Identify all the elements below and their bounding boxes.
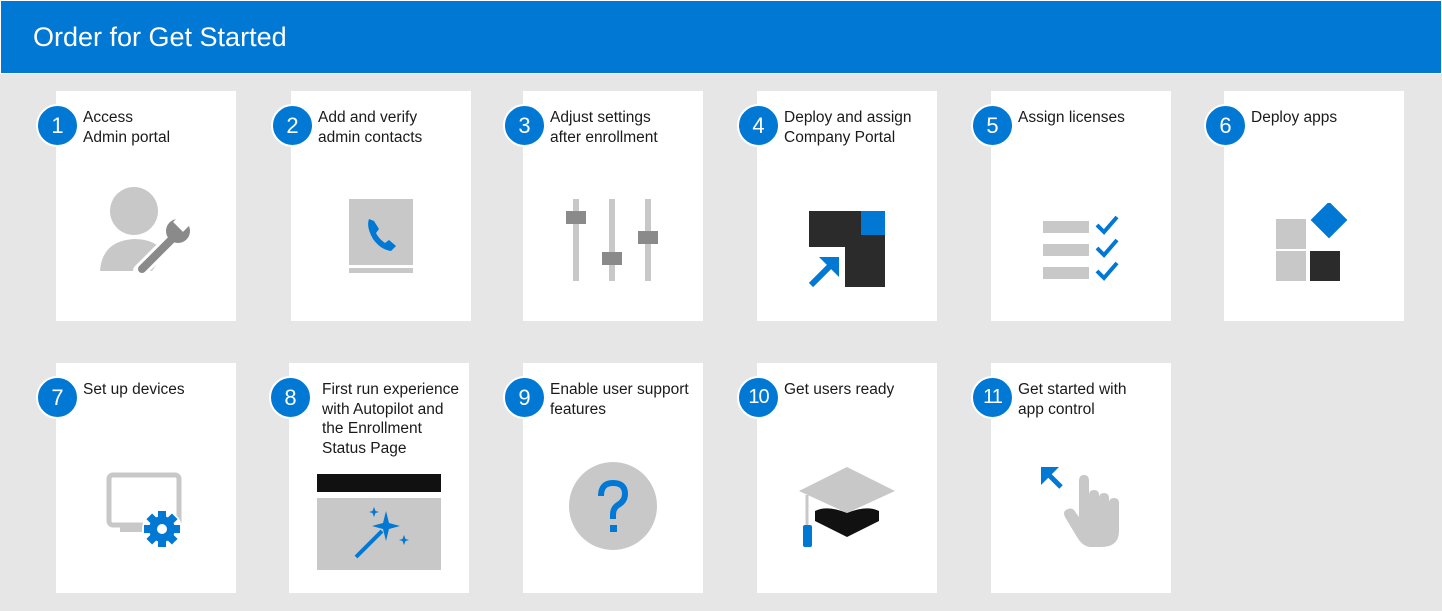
sliders-icon	[566, 199, 658, 281]
step-card-3: 3 Adjust settings after enrollment	[503, 91, 703, 321]
step-number-badge: 3	[503, 104, 546, 147]
step-card-2: 2 Add and verify admin contacts	[271, 91, 471, 321]
step-card-8: 8 First run experience with Autopilot an…	[269, 363, 469, 593]
device-gear-icon	[106, 472, 182, 549]
step-title: Get started with app control	[1018, 381, 1127, 418]
step-number-badge: 7	[36, 376, 79, 419]
step-title: Enable user support features	[550, 381, 689, 418]
graduation-cap-icon	[799, 467, 895, 547]
step-card-1: 1 Access Admin portal	[36, 91, 236, 321]
step-title: Deploy apps	[1251, 109, 1338, 126]
step-number-badge: 2	[271, 104, 314, 147]
step-number-badge: 5	[971, 104, 1014, 147]
step-number-badge: 11	[971, 376, 1014, 419]
step-card-10: 10 Get users ready	[737, 363, 937, 593]
step-card-7: 7 Set up devices	[36, 363, 236, 593]
step-title: Get users ready	[784, 381, 895, 398]
step-title: Deploy and assign Company Portal	[784, 109, 912, 146]
step-number-badge: 4	[737, 104, 780, 147]
step-number-badge: 10	[737, 376, 780, 419]
step-card-11: 11 Get started with app control	[971, 363, 1171, 593]
phone-book-icon	[349, 199, 413, 273]
step-number-badge: 9	[503, 376, 546, 419]
step-card-6: 6 Deploy apps	[1204, 91, 1404, 321]
step-title: Set up devices	[83, 381, 185, 398]
question-icon	[569, 462, 657, 550]
step-title: Add and verify admin contacts	[318, 109, 423, 146]
step-number-badge: 6	[1204, 104, 1247, 147]
apps-grid-icon	[1276, 203, 1348, 281]
step-title: Adjust settings after enrollment	[550, 109, 658, 146]
page-title: Order for Get Started	[33, 22, 287, 52]
step-card-4: 4 Deploy and assign Company Portal	[737, 91, 937, 321]
checklist-icon	[1043, 215, 1119, 281]
step-card-5: 5 Assign licenses	[971, 91, 1171, 321]
step-title: Assign licenses	[1018, 109, 1125, 126]
step-title: Access Admin portal	[83, 109, 171, 146]
step-number-badge: 1	[36, 104, 79, 147]
step-number-badge: 8	[269, 376, 312, 419]
page-header: Order for Get Started	[0, 0, 1442, 74]
step-title: First run experience with Autopilot and …	[322, 381, 459, 457]
magic-wand-window-icon	[317, 474, 441, 570]
hand-pointer-icon	[1041, 467, 1119, 547]
admin-wrench-icon	[100, 187, 193, 273]
step-card-9: 9 Enable user support features	[503, 363, 703, 593]
company-portal-icon	[808, 211, 885, 288]
